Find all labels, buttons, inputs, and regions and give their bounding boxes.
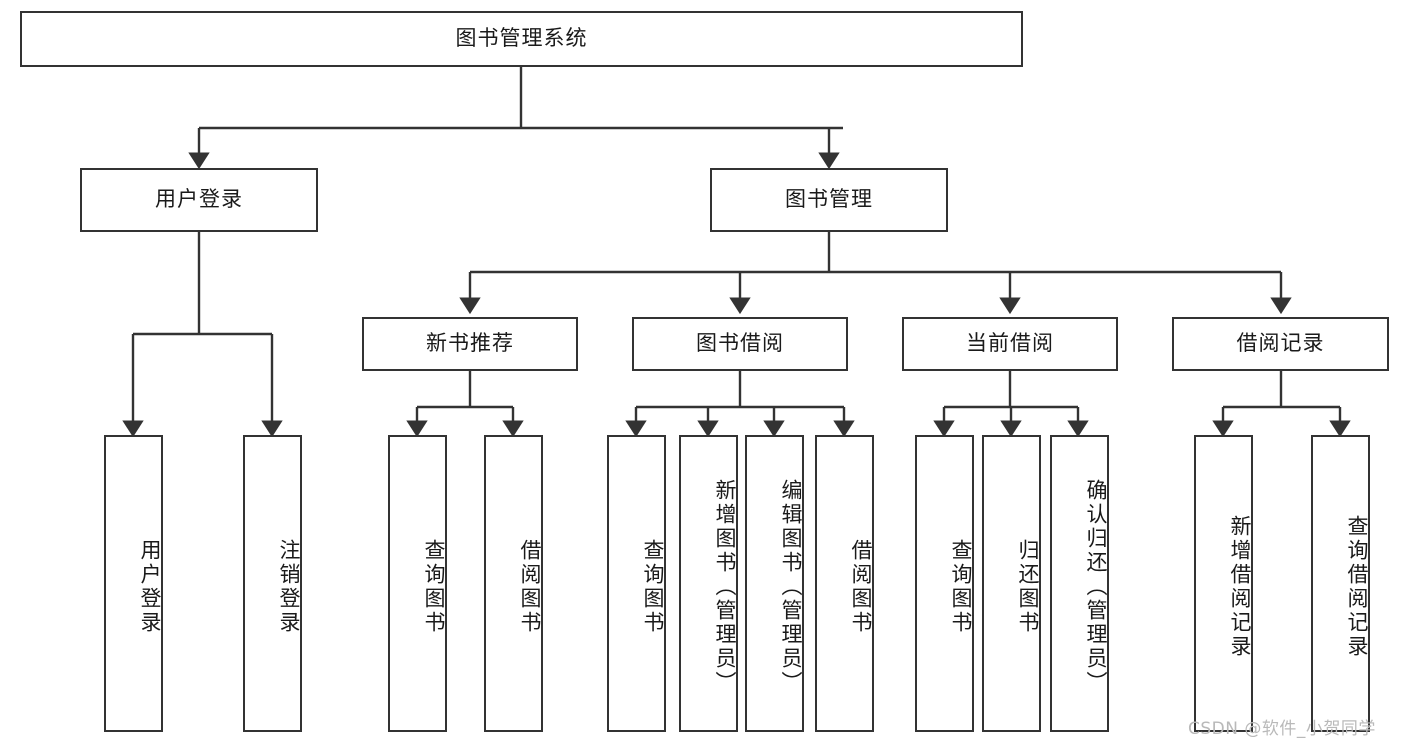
watermark-text: CSDN @软件_小贺同学 — [1188, 719, 1376, 739]
node-label: 图书借阅 — [696, 331, 784, 356]
node-label: 新增图书（管理员） — [713, 478, 737, 695]
leaf-current-borrow-confirm-return[interactable]: 确认归还（管理员） — [1050, 435, 1109, 732]
node-book-management[interactable]: 图书管理 — [710, 168, 948, 232]
leaf-book-borrow-add[interactable]: 新增图书（管理员） — [679, 435, 738, 732]
leaf-new-book-query[interactable]: 查询图书 — [388, 435, 447, 732]
node-current-borrow[interactable]: 当前借阅 — [902, 317, 1118, 371]
leaf-user-login-login[interactable]: 用户登录 — [104, 435, 163, 732]
leaf-book-borrow-query[interactable]: 查询图书 — [607, 435, 666, 732]
node-label: 用户登录 — [155, 187, 243, 212]
leaf-current-borrow-return[interactable]: 归还图书 — [982, 435, 1041, 732]
node-label: 新增借阅记录 — [1228, 514, 1252, 659]
node-label: 查询图书 — [422, 538, 446, 635]
node-label: 用户登录 — [138, 538, 162, 635]
node-label: 编辑图书（管理员） — [779, 478, 803, 695]
node-label: 查询图书 — [949, 538, 973, 635]
node-book-management-system[interactable]: 图书管理系统 — [20, 11, 1023, 67]
leaf-user-login-logout[interactable]: 注销登录 — [243, 435, 302, 732]
node-label: 借阅记录 — [1236, 331, 1325, 356]
node-user-login[interactable]: 用户登录 — [80, 168, 318, 232]
node-label: 图书管理 — [785, 187, 873, 212]
node-new-book-recommend[interactable]: 新书推荐 — [362, 317, 578, 371]
node-label: 新书推荐 — [426, 331, 514, 356]
node-label: 图书管理系统 — [455, 26, 588, 51]
node-label: 注销登录 — [277, 538, 301, 635]
leaf-borrow-record-add[interactable]: 新增借阅记录 — [1194, 435, 1253, 732]
leaf-book-borrow-edit[interactable]: 编辑图书（管理员） — [745, 435, 804, 732]
node-label: 确认归还（管理员） — [1084, 478, 1108, 695]
node-book-borrow[interactable]: 图书借阅 — [632, 317, 848, 371]
node-label: 借阅图书 — [518, 538, 542, 635]
node-label: 查询借阅记录 — [1345, 514, 1369, 659]
node-label: 查询图书 — [641, 538, 665, 635]
node-borrow-record[interactable]: 借阅记录 — [1172, 317, 1389, 371]
node-label: 归还图书 — [1016, 538, 1040, 635]
leaf-new-book-borrow[interactable]: 借阅图书 — [484, 435, 543, 732]
leaf-borrow-record-query[interactable]: 查询借阅记录 — [1311, 435, 1370, 732]
leaf-book-borrow-borrow[interactable]: 借阅图书 — [815, 435, 874, 732]
node-label: 借阅图书 — [849, 538, 873, 635]
leaf-current-borrow-query[interactable]: 查询图书 — [915, 435, 974, 732]
node-label: 当前借阅 — [966, 331, 1054, 356]
